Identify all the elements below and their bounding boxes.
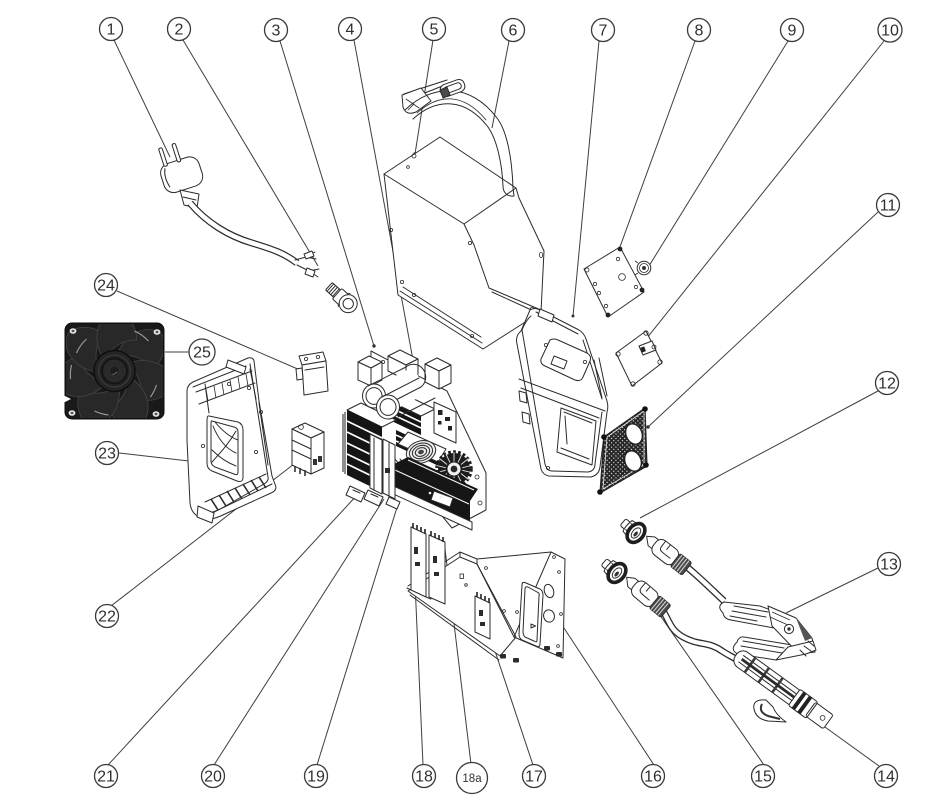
svg-text:18a: 18a — [462, 773, 482, 785]
svg-text:21: 21 — [97, 769, 115, 786]
svg-text:3: 3 — [272, 23, 281, 40]
svg-text:22: 22 — [98, 609, 116, 626]
svg-text:24: 24 — [97, 278, 115, 295]
svg-text:5: 5 — [430, 22, 439, 39]
svg-text:23: 23 — [98, 446, 116, 463]
svg-text:25: 25 — [193, 345, 211, 362]
svg-text:10: 10 — [881, 23, 899, 40]
svg-text:9: 9 — [788, 23, 797, 40]
svg-text:12: 12 — [878, 376, 896, 393]
svg-text:6: 6 — [509, 23, 518, 40]
svg-text:20: 20 — [204, 769, 222, 786]
svg-text:19: 19 — [307, 769, 325, 786]
svg-text:13: 13 — [880, 557, 898, 574]
svg-text:18: 18 — [415, 769, 433, 786]
svg-text:17: 17 — [525, 769, 543, 786]
svg-text:15: 15 — [754, 769, 772, 786]
svg-text:7: 7 — [599, 23, 608, 40]
svg-text:16: 16 — [644, 769, 662, 786]
svg-text:14: 14 — [877, 769, 895, 786]
svg-text:2: 2 — [175, 22, 184, 39]
svg-text:1: 1 — [107, 22, 116, 39]
svg-text:4: 4 — [346, 22, 355, 39]
svg-text:11: 11 — [880, 198, 897, 215]
svg-text:8: 8 — [695, 23, 704, 40]
